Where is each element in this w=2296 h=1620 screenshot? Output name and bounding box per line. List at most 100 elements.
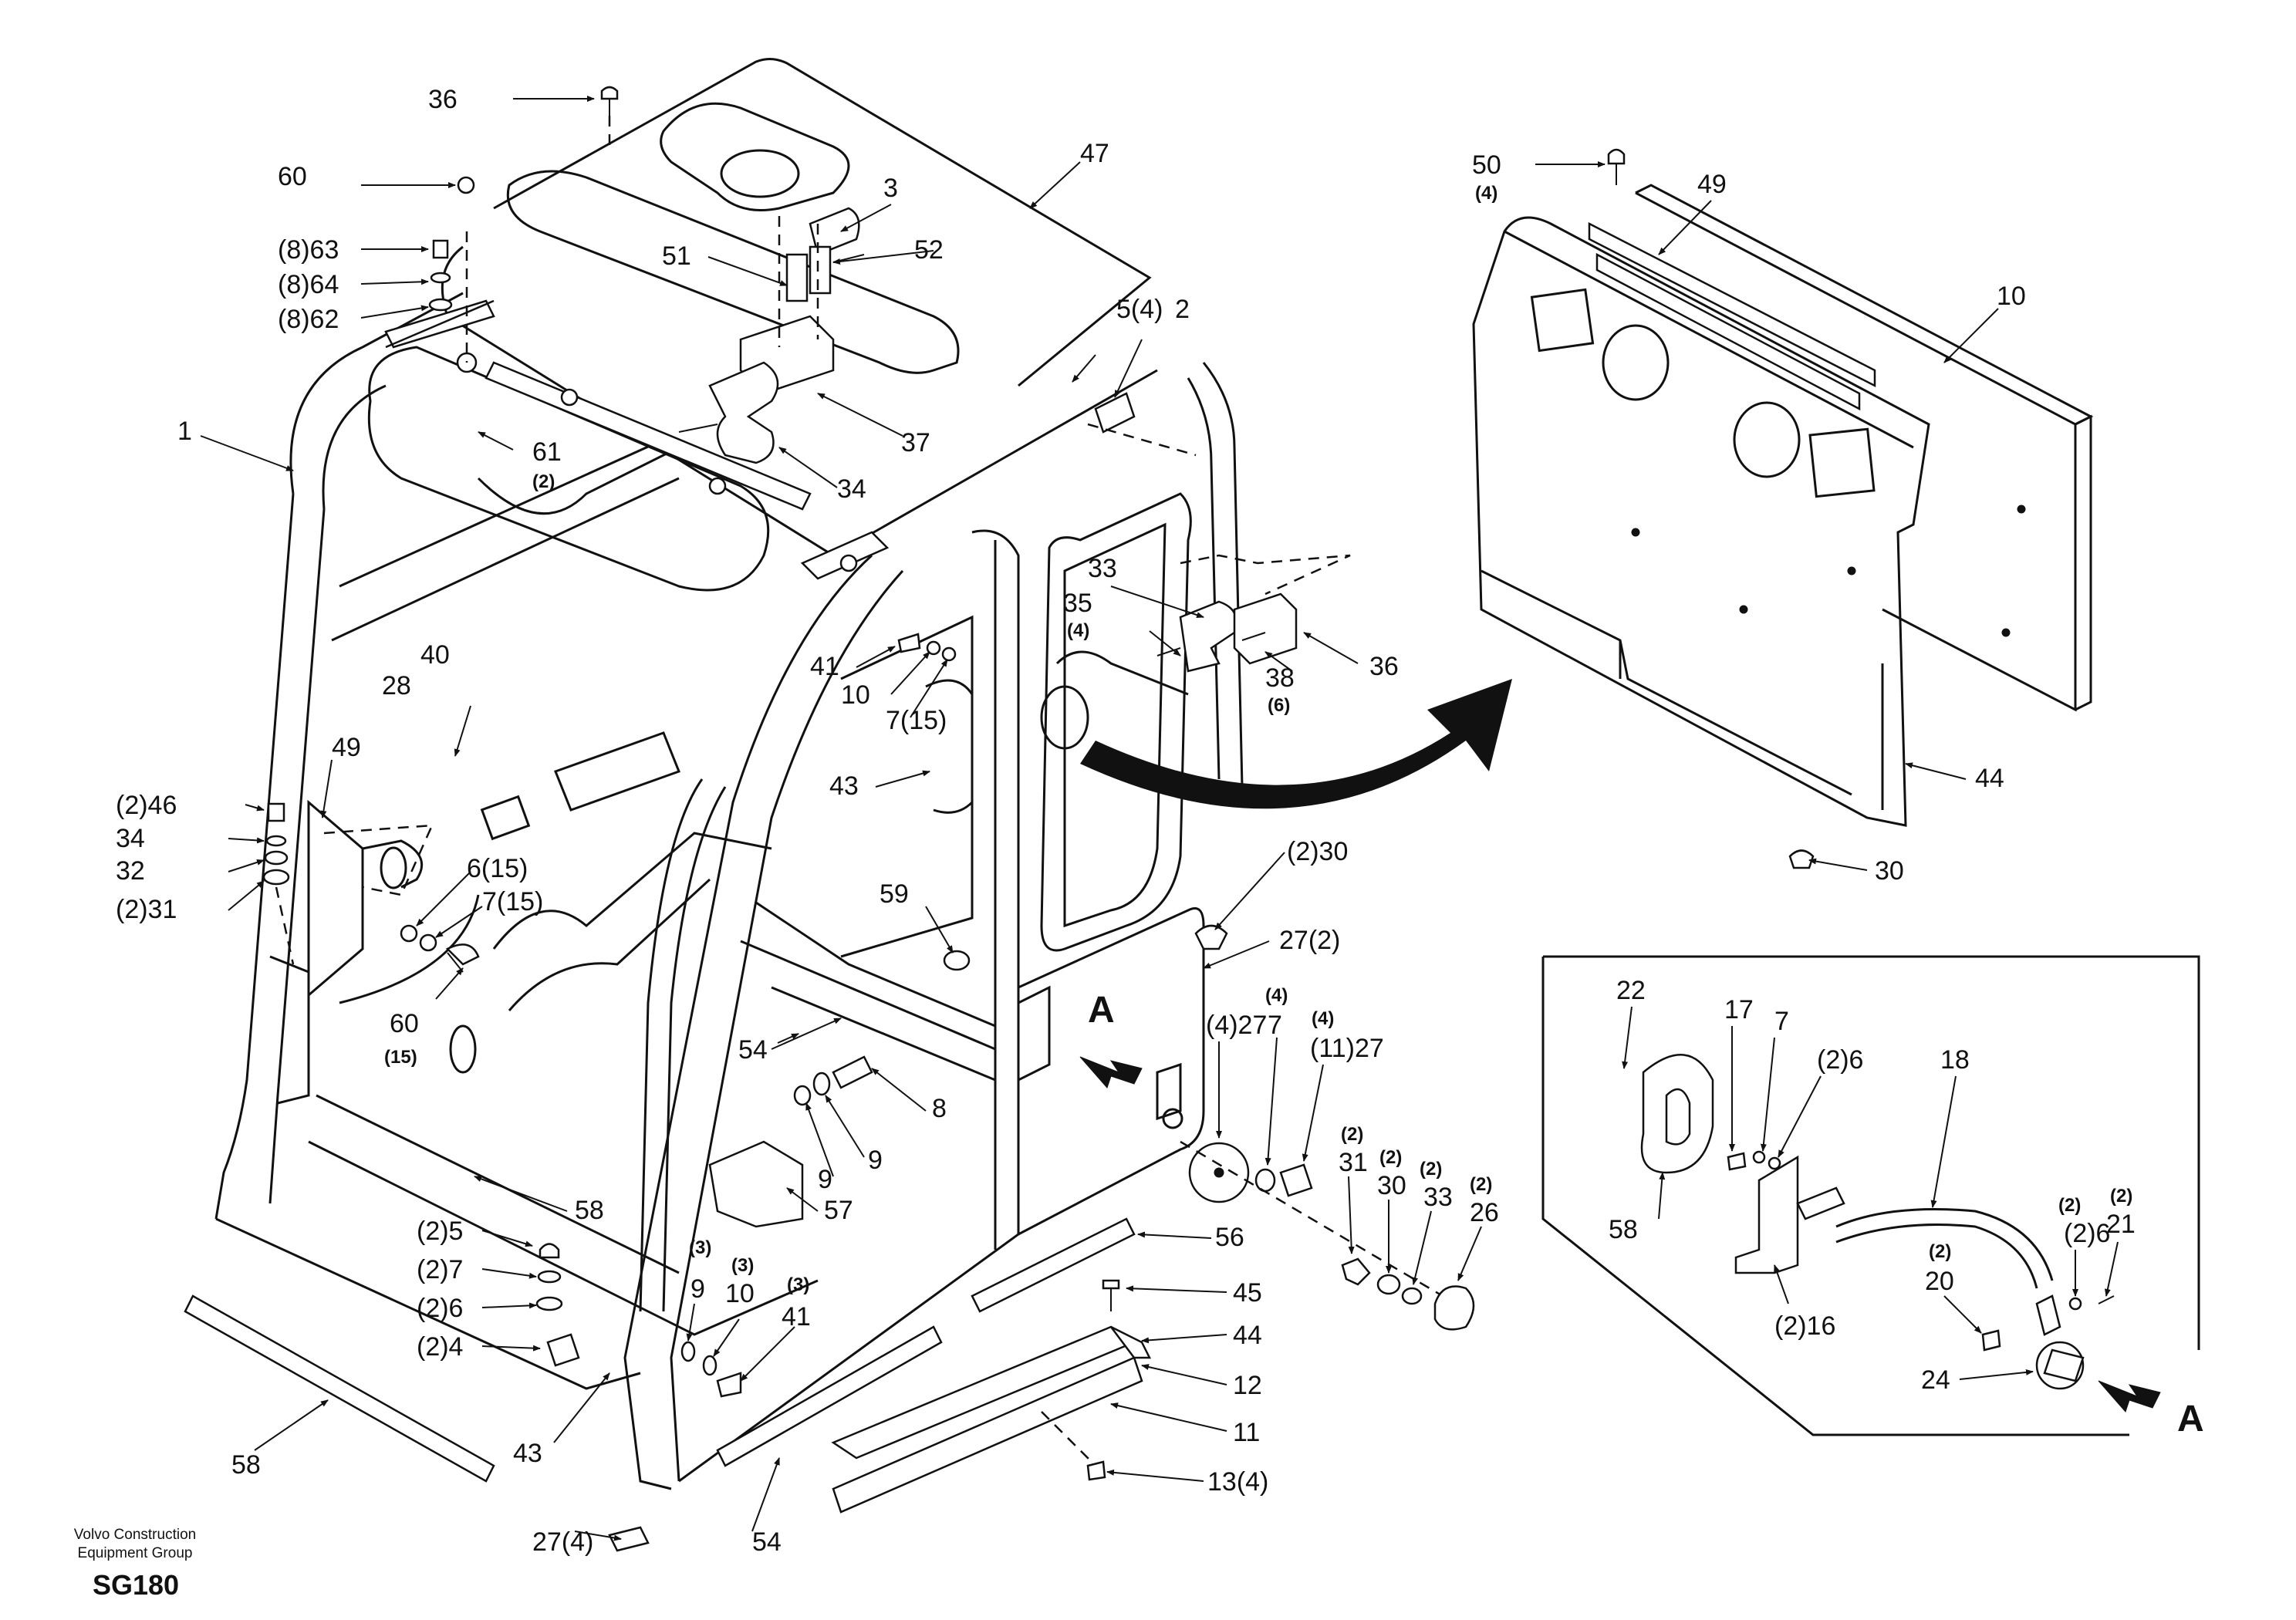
- part-label: 58: [575, 1196, 604, 1225]
- part-quantity: (4): [1265, 985, 1288, 1006]
- view-mark-a: A: [2177, 1399, 2204, 1439]
- part-label: 43: [829, 771, 859, 801]
- part-label: 57: [824, 1196, 853, 1225]
- part-label: 41: [810, 652, 839, 681]
- part-quantity: (3): [787, 1274, 809, 1295]
- part-label: 27(4): [532, 1527, 593, 1557]
- part-label: 10: [841, 680, 870, 710]
- part-label: 7(15): [886, 706, 947, 735]
- part-label: 6(15): [467, 854, 528, 883]
- part-label: 58: [231, 1450, 261, 1480]
- part-quantity: (4): [1475, 183, 1497, 204]
- part-label: (8)64: [278, 270, 339, 299]
- part-label: 34: [116, 824, 145, 853]
- part-label: 52: [914, 235, 944, 265]
- leader-lines: [200, 96, 2119, 1541]
- part-label: 7(15): [482, 887, 543, 916]
- part-label: 32: [116, 856, 145, 886]
- part-label: 36: [1369, 652, 1399, 681]
- part-label: 61: [532, 437, 562, 467]
- part-label: 33: [1088, 554, 1117, 583]
- part-quantity: (4): [1067, 620, 1089, 641]
- part-label: 17: [1724, 995, 1754, 1024]
- part-labels: 5(4) 2 3 1 60 (8)63 (8)64 (8)62 36 47 51…: [116, 85, 2204, 1557]
- roof-latch-assembly: [678, 207, 865, 464]
- part-label: 7: [1268, 1011, 1282, 1040]
- part-label: 24: [1921, 1365, 1950, 1395]
- part-label: 28: [382, 671, 411, 700]
- part-label: 40: [420, 640, 450, 670]
- part-label: 30: [1875, 856, 1904, 886]
- part-label: 59: [880, 879, 909, 909]
- part-label: 45: [1233, 1278, 1262, 1308]
- part-label: 9: [818, 1165, 832, 1194]
- part-label: (2)46: [116, 791, 177, 820]
- part-label: (8)62: [278, 305, 339, 334]
- part-label: 33: [1423, 1183, 1453, 1212]
- part-label: 21: [2106, 1210, 2136, 1239]
- part-quantity: (2): [1470, 1174, 1492, 1195]
- part-label: 37: [901, 428, 930, 457]
- part-label: 36: [428, 85, 458, 114]
- part-label: 41: [782, 1302, 811, 1331]
- part-label: 9: [690, 1274, 705, 1304]
- part-label: 54: [738, 1035, 768, 1065]
- part-label: 38: [1265, 663, 1295, 693]
- part-label: (2)6: [2064, 1219, 2110, 1248]
- part-label: 54: [752, 1527, 782, 1557]
- part-label: (2)7: [417, 1255, 463, 1284]
- part-label: (2)6: [1817, 1045, 1863, 1075]
- company-name: Volvo Construction Equipment Group: [73, 1527, 197, 1561]
- part-label: 18: [1940, 1045, 1970, 1075]
- detail-inset-a: [1541, 955, 2200, 1436]
- part-label: 44: [1233, 1321, 1262, 1350]
- part-label: 22: [1616, 976, 1646, 1005]
- part-label: 58: [1609, 1215, 1638, 1244]
- part-label: 2: [1175, 295, 1190, 324]
- part-label: 60: [390, 1009, 419, 1038]
- part-label: 51: [662, 241, 691, 271]
- part-label: (2)4: [417, 1332, 463, 1362]
- part-label: 10: [1997, 282, 2026, 311]
- part-quantity: (3): [689, 1237, 711, 1258]
- part-label: 27(2): [1279, 926, 1340, 955]
- part-label: 56: [1215, 1223, 1244, 1252]
- part-quantity: (3): [731, 1255, 754, 1276]
- view-arrow-icon: [2098, 1380, 2161, 1412]
- part-quantity: (2): [1341, 1124, 1363, 1145]
- part-label: (2)30: [1287, 837, 1348, 866]
- part-quantity: (6): [1268, 695, 1290, 716]
- part-label: 13(4): [1207, 1467, 1268, 1497]
- part-label: 60: [278, 162, 307, 191]
- hardware: [262, 86, 1815, 1481]
- door-latch-parts: [1156, 554, 1351, 673]
- part-label: 10: [725, 1279, 755, 1308]
- part-quantity: (2): [1379, 1147, 1402, 1168]
- part-label: 43: [513, 1439, 542, 1468]
- part-label: 44: [1975, 764, 2004, 793]
- part-label: 8: [932, 1094, 947, 1123]
- part-label: 7: [1774, 1007, 1789, 1036]
- part-label: 30: [1377, 1171, 1406, 1200]
- part-label: 47: [1080, 139, 1109, 168]
- part-label: 26: [1470, 1198, 1499, 1227]
- part-label: 9: [868, 1146, 883, 1175]
- view-mark-a: A: [1088, 990, 1115, 1031]
- part-label: 34: [837, 474, 866, 504]
- cab-frame: [214, 58, 1244, 1490]
- part-label: 49: [1697, 170, 1727, 199]
- part-quantity: (2): [2110, 1186, 2132, 1207]
- part-label: (2)16: [1774, 1311, 1835, 1341]
- part-label: 12: [1233, 1371, 1262, 1400]
- part-label: 11: [1233, 1418, 1260, 1447]
- part-label: (2)6: [417, 1294, 463, 1323]
- part-label: 31: [1339, 1148, 1368, 1177]
- part-label: 35: [1063, 589, 1092, 618]
- part-label: (2)31: [116, 895, 177, 924]
- part-quantity: (2): [1420, 1159, 1442, 1180]
- part-label: (4)27: [1206, 1011, 1267, 1040]
- part-label: (11)27: [1310, 1034, 1384, 1063]
- part-label: (8)63: [278, 235, 339, 265]
